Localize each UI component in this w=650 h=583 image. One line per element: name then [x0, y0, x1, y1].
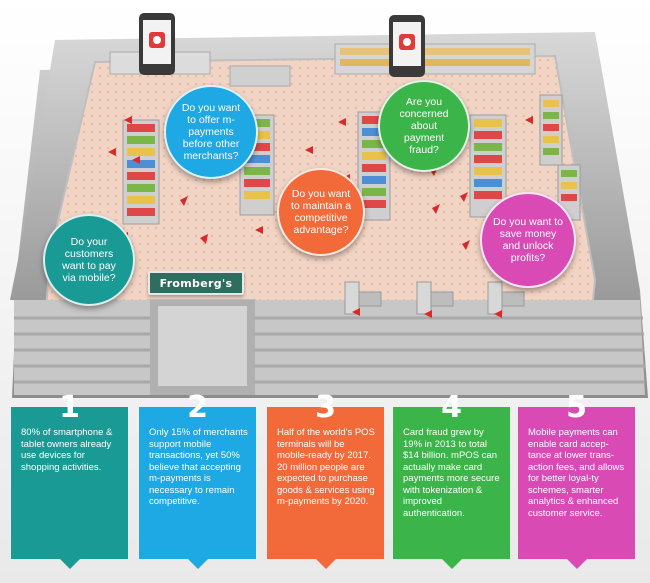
- question-bubble: Are you concerned about payment fraud?: [378, 80, 470, 172]
- fact-number: 1: [59, 390, 80, 425]
- front-wall-left: [14, 300, 150, 395]
- fact-number: 5: [566, 390, 587, 425]
- fact-card: 2 Only 15% of merchants support mobile t…: [139, 391, 256, 569]
- store-sign: Fromberg's: [148, 271, 244, 295]
- fact-text: Half of the world's POS terminals will b…: [277, 427, 375, 507]
- phone-icon: [139, 13, 175, 75]
- question-bubble: Do you want to save money and unlock pro…: [480, 192, 576, 288]
- fact-card: 3 Half of the world's POS terminals will…: [267, 391, 384, 569]
- fact-number: 2: [187, 390, 208, 425]
- question-bubble: Do your customers want to pay via mobile…: [43, 214, 135, 306]
- question-bubble: Do you want to offer m-payments before o…: [164, 85, 258, 179]
- fact-number: 4: [441, 390, 462, 425]
- fact-number: 3: [315, 390, 336, 425]
- fact-text: Only 15% of merchants support mobile tra…: [149, 427, 248, 507]
- phone-icon: [389, 15, 425, 77]
- fact-card: 1 80% of smartphone & tablet owners alre…: [11, 391, 128, 569]
- question-bubble: Do you want to maintain a competitive ad…: [277, 168, 365, 256]
- fact-text: Card fraud grew by 19% in 2013 to total …: [403, 427, 500, 519]
- checkout-counter: [487, 281, 525, 315]
- fact-text: Mobile payments can enable card accep-ta…: [528, 427, 625, 519]
- fact-text: 80% of smartphone & tablet owners alread…: [21, 427, 113, 473]
- front-wall-right: [255, 300, 645, 395]
- checkout-counter: [344, 281, 382, 315]
- fact-card: 4 Card fraud grew by 19% in 2013 to tota…: [393, 391, 510, 569]
- fact-card: 5 Mobile payments can enable card accep-…: [518, 391, 635, 569]
- shelf-aisle: [122, 119, 160, 225]
